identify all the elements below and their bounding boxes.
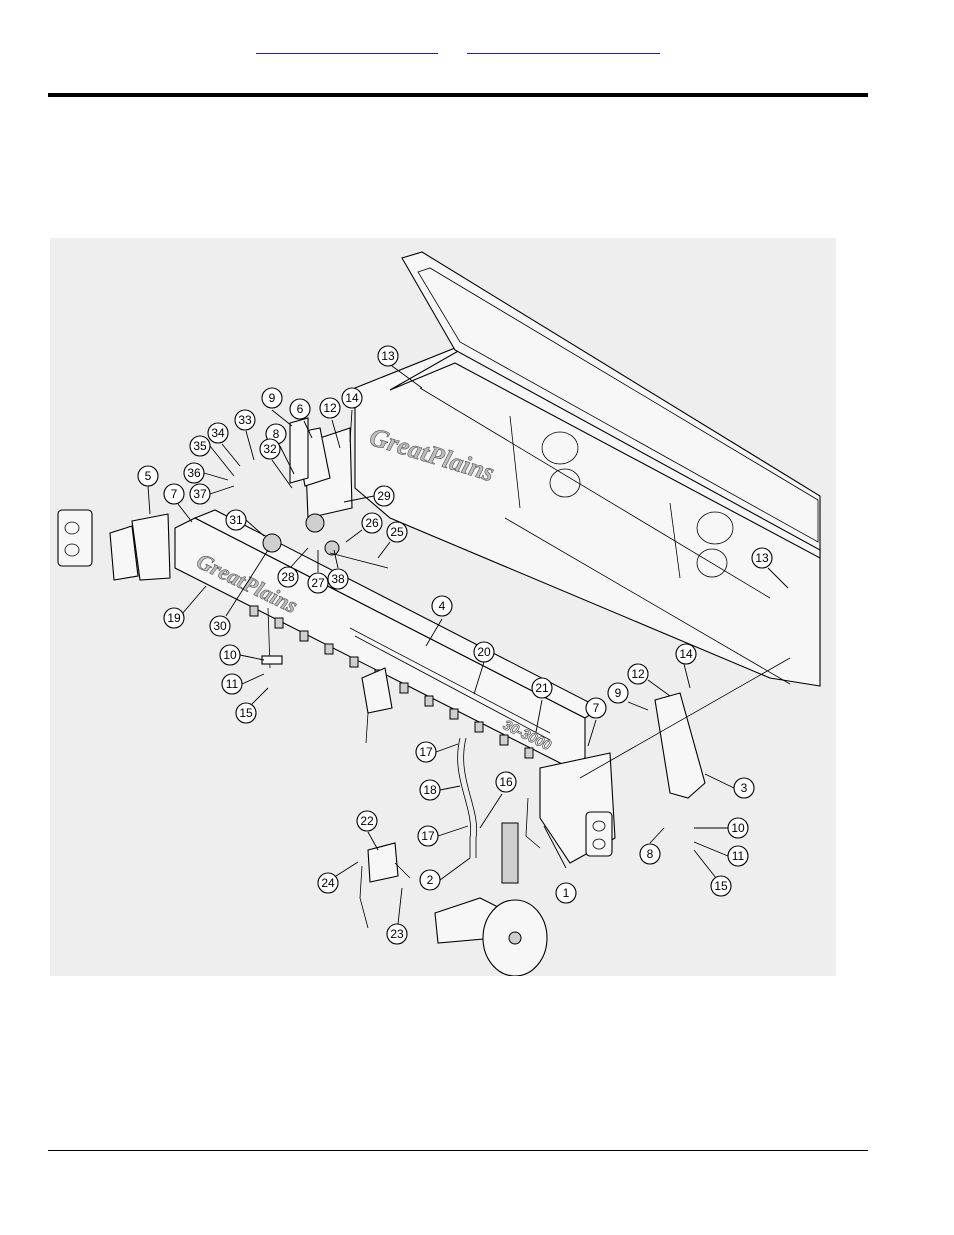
svg-text:26: 26 (365, 516, 379, 530)
callout-22: 22 (357, 811, 378, 850)
svg-text:23: 23 (390, 927, 404, 941)
svg-text:22: 22 (360, 814, 374, 828)
svg-text:1: 1 (563, 886, 570, 900)
svg-text:13: 13 (381, 349, 395, 363)
svg-text:9: 9 (615, 686, 622, 700)
svg-text:36: 36 (187, 466, 201, 480)
callout-14b: 14 (676, 644, 696, 688)
opener-assembly (360, 738, 547, 976)
callout-2: 2 (420, 858, 470, 890)
svg-text:14: 14 (345, 391, 359, 405)
callout-17b: 17 (418, 826, 468, 846)
svg-text:24: 24 (321, 876, 335, 890)
svg-text:7: 7 (171, 487, 178, 501)
svg-text:9: 9 (269, 391, 276, 405)
svg-text:34: 34 (211, 426, 225, 440)
svg-text:5: 5 (145, 469, 152, 483)
svg-text:30: 30 (213, 619, 227, 633)
svg-text:14: 14 (679, 647, 693, 661)
svg-text:6: 6 (297, 402, 304, 416)
callout-10b: 10 (694, 818, 748, 838)
callout-11a: 11 (222, 674, 264, 694)
svg-text:18: 18 (423, 783, 437, 797)
callout-8b: 8 (640, 828, 664, 864)
svg-text:10: 10 (223, 648, 237, 662)
svg-text:11: 11 (226, 677, 239, 691)
callout-19: 19 (164, 586, 206, 628)
callout-24: 24 (318, 862, 358, 893)
header-link-left[interactable] (256, 41, 438, 54)
callout-25: 25 (378, 522, 407, 558)
header-rule (48, 93, 868, 97)
callout-26: 26 (346, 513, 382, 542)
callout-32: 32 (260, 439, 292, 488)
svg-text:29: 29 (377, 489, 391, 503)
callout-23: 23 (387, 888, 407, 944)
callout-36: 36 (184, 463, 228, 483)
footer-rule (48, 1150, 868, 1151)
svg-text:8: 8 (647, 847, 654, 861)
callout-10a: 10 (220, 645, 264, 665)
svg-text:19: 19 (167, 611, 181, 625)
svg-text:38: 38 (331, 572, 345, 586)
callout-18: 18 (420, 780, 460, 800)
callout-17a: 17 (416, 742, 458, 762)
svg-text:27: 27 (311, 576, 325, 590)
svg-text:17: 17 (421, 829, 435, 843)
callout-15a: 15 (236, 688, 268, 723)
svg-text:31: 31 (229, 513, 243, 527)
callout-34: 34 (208, 423, 240, 466)
svg-text:4: 4 (439, 599, 446, 613)
callout-9a: 9 (262, 388, 292, 426)
svg-text:15: 15 (239, 706, 253, 720)
svg-text:35: 35 (193, 439, 207, 453)
callout-7b: 7 (586, 698, 606, 746)
callout-9b: 9 (608, 683, 648, 710)
callout-16: 16 (480, 772, 516, 828)
svg-text:17: 17 (419, 745, 433, 759)
callout-37: 37 (190, 484, 234, 504)
callout-12b: 12 (628, 664, 670, 696)
svg-text:16: 16 (499, 775, 513, 789)
svg-text:7: 7 (593, 701, 600, 715)
svg-text:37: 37 (193, 487, 207, 501)
svg-text:12: 12 (631, 667, 645, 681)
svg-text:12: 12 (323, 401, 337, 415)
svg-text:20: 20 (477, 645, 491, 659)
svg-text:11: 11 (732, 849, 745, 863)
svg-text:13: 13 (755, 551, 769, 565)
svg-text:3: 3 (741, 781, 748, 795)
callout-15b: 15 (694, 850, 731, 896)
svg-text:8: 8 (273, 427, 280, 441)
header-link-right[interactable] (467, 41, 660, 54)
callout-33: 33 (235, 410, 255, 460)
svg-text:28: 28 (281, 570, 295, 584)
svg-text:25: 25 (390, 525, 404, 539)
svg-text:10: 10 (731, 821, 745, 835)
svg-text:15: 15 (714, 879, 728, 893)
svg-text:32: 32 (263, 442, 277, 456)
svg-text:2: 2 (427, 873, 434, 887)
svg-text:33: 33 (238, 413, 252, 427)
parts-diagram: GreatPlains GreatPlains 30-3000 (50, 238, 836, 976)
callout-11b: 11 (694, 842, 748, 866)
callout-3: 3 (705, 774, 754, 798)
svg-text:21: 21 (535, 681, 549, 695)
callout-5: 5 (138, 466, 158, 514)
